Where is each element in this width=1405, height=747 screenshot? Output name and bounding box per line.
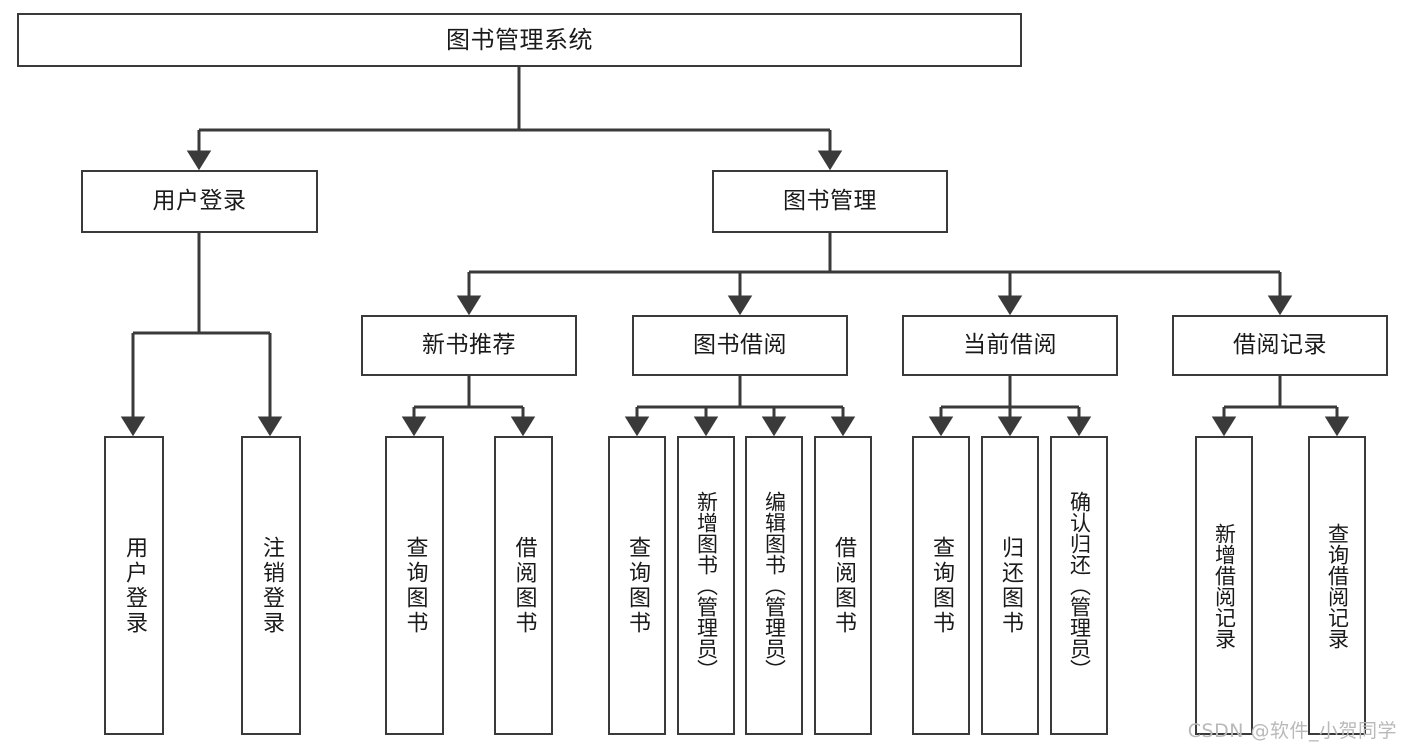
node-user-login[interactable]: 用户登录 <box>81 170 318 233</box>
node-leaf-return-book-label: 归还图书 <box>998 535 1023 636</box>
node-leaf-borrow-book-1-label: 借阅图书 <box>511 535 537 636</box>
node-new-book-recommend[interactable]: 新书推荐 <box>361 315 577 376</box>
node-leaf-borrow-book-1[interactable]: 借阅图书 <box>494 436 553 735</box>
node-leaf-query-book-1-label: 查询图书 <box>402 535 428 636</box>
node-leaf-logout-label: 注销登录 <box>259 535 284 636</box>
node-leaf-query-book-3[interactable]: 查询图书 <box>912 436 970 735</box>
node-book-manage[interactable]: 图书管理 <box>712 170 948 233</box>
node-root-system[interactable]: 图书管理系统 <box>17 13 1022 67</box>
node-borrow-record-label: 借阅记录 <box>1233 331 1327 358</box>
node-leaf-query-record[interactable]: 查询借阅记录 <box>1308 436 1366 735</box>
node-borrow-record[interactable]: 借阅记录 <box>1172 315 1388 376</box>
node-leaf-add-book[interactable]: 新增图书（管理员） <box>677 436 735 735</box>
node-current-borrow-label: 当前借阅 <box>963 331 1057 358</box>
node-user-login-label: 用户登录 <box>152 187 247 214</box>
node-leaf-confirm-return[interactable]: 确认归还（管理员） <box>1050 436 1108 735</box>
node-leaf-logout[interactable]: 注销登录 <box>241 436 301 735</box>
node-leaf-borrow-book-2-label: 借阅图书 <box>831 535 856 636</box>
node-leaf-add-record-label: 新增借阅记录 <box>1212 522 1237 649</box>
node-root-system-label: 图书管理系统 <box>446 25 593 54</box>
node-book-borrow[interactable]: 图书借阅 <box>632 315 848 376</box>
node-leaf-confirm-return-label: 确认归还（管理员） <box>1067 491 1092 680</box>
node-leaf-query-book-1[interactable]: 查询图书 <box>385 436 444 735</box>
node-book-borrow-label: 图书借阅 <box>693 331 787 358</box>
node-leaf-edit-book[interactable]: 编辑图书（管理员） <box>745 436 803 735</box>
node-leaf-edit-book-label: 编辑图书（管理员） <box>762 491 787 680</box>
node-current-borrow[interactable]: 当前借阅 <box>902 315 1118 376</box>
node-new-book-recommend-label: 新书推荐 <box>422 331 516 358</box>
node-leaf-add-book-label: 新增图书（管理员） <box>694 491 719 680</box>
node-leaf-return-book[interactable]: 归还图书 <box>981 436 1039 735</box>
node-leaf-query-record-label: 查询借阅记录 <box>1325 522 1350 649</box>
node-book-manage-label: 图书管理 <box>783 187 877 214</box>
node-leaf-query-book-2-label: 查询图书 <box>625 535 650 636</box>
node-leaf-user-login[interactable]: 用户登录 <box>104 436 164 735</box>
node-leaf-borrow-book-2[interactable]: 借阅图书 <box>814 436 872 735</box>
node-leaf-query-book-2[interactable]: 查询图书 <box>608 436 666 735</box>
node-leaf-query-book-3-label: 查询图书 <box>929 535 954 636</box>
node-leaf-user-login-label: 用户登录 <box>122 535 147 636</box>
node-leaf-add-record[interactable]: 新增借阅记录 <box>1195 436 1253 735</box>
